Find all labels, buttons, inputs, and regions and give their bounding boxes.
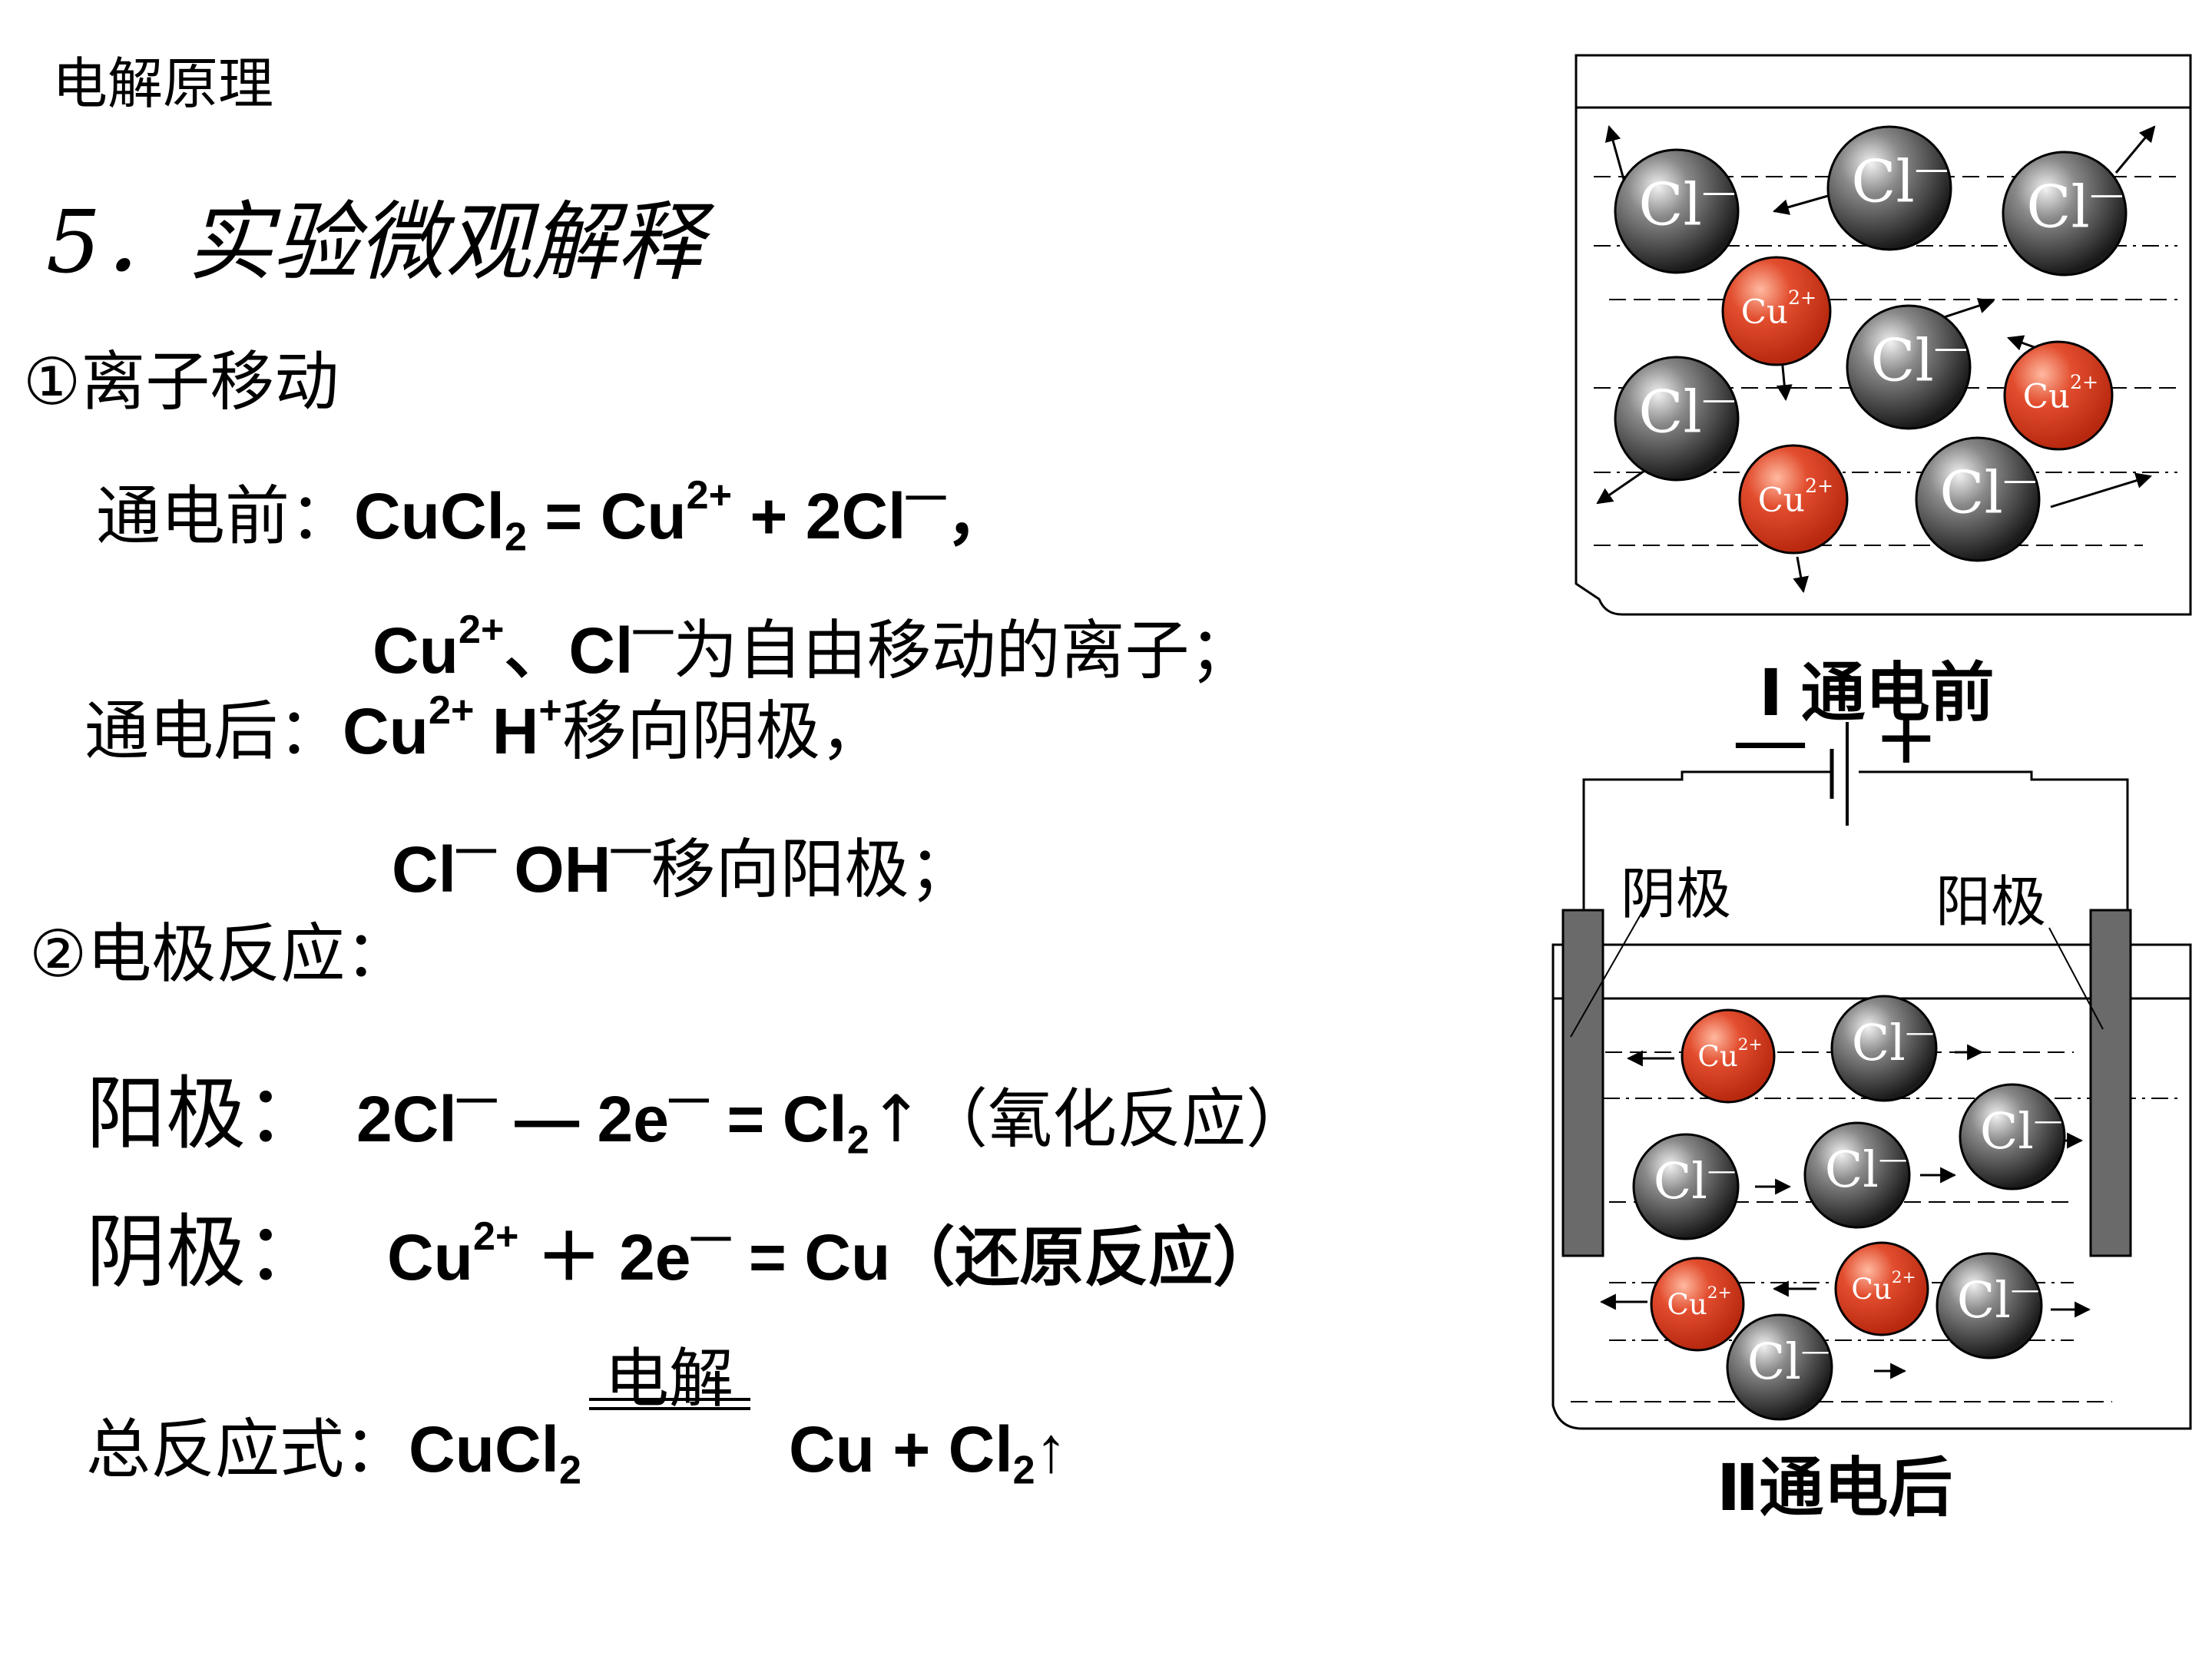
chloride-ion-label: Cl—	[1747, 1333, 1830, 1391]
anion-movement-line: Cl— OH—移向阳极；	[392, 826, 974, 907]
copper-ion-label: Cu2+	[1851, 1268, 1916, 1306]
copper-ion-label: Cu2+	[1667, 1283, 1731, 1321]
anode-label-diagram: 阳极	[1936, 869, 2047, 934]
anode-label: 阳极：	[86, 1067, 326, 1161]
chloride-ion: Cl—	[1614, 356, 1740, 482]
copper-ion: Cu2+	[1681, 1008, 1776, 1104]
chloride-ion-label: Cl—	[1980, 1103, 2062, 1161]
chloride-ion-label: Cl—	[1825, 1141, 1907, 1199]
copper-ion-label: Cu2+	[2023, 371, 2098, 416]
caption-before-current: Ⅰ 通电前	[1759, 657, 1995, 729]
flow-lines-after	[1571, 1051, 2177, 1402]
free-ions-line: Cu2+、Cl—为自由移动的离子；	[373, 607, 1254, 688]
topic-title: 电解原理	[52, 51, 274, 116]
caption-after-current: Ⅱ通电后	[1717, 1452, 1953, 1524]
electrodes	[1561, 898, 2132, 1257]
electrode-reaction-title: ②电极反应：	[29, 916, 410, 992]
chloride-ion: Cl—	[1830, 995, 1938, 1102]
section-heading: 5．实验微观解释	[46, 193, 704, 293]
dissociation-equation: CuCl2 = Cu2+ + 2Cl—，	[354, 472, 1011, 560]
copper-ion-label: Cu2+	[1697, 1035, 1762, 1073]
chloride-ion: Cl—	[1936, 1252, 2043, 1359]
cathode-reaction: 阴极：Cu2+ ＋ 2e— = Cu（还原反应）	[86, 1205, 1278, 1299]
chloride-ion: Cl—	[1915, 436, 2041, 562]
electrolysis-condition: 电解	[588, 1341, 750, 1487]
ions-after: Cu2+ Cl— Cl— Cl— Cl— Cu2+ Cu2+ Cl— Cl—	[1632, 995, 2066, 1421]
cathode-label: 阴极：	[86, 1205, 326, 1299]
ions-before: Cl—Cl—Cl—Cu2+Cl—Cu2+Cl—Cu2+Cl—	[1614, 125, 2128, 562]
chloride-ion-label: Cl—	[1852, 1015, 1934, 1072]
beaker-after	[1551, 943, 2192, 1430]
copper-ion: Cu2+	[2003, 340, 2114, 451]
after-label: 通电后：	[84, 694, 343, 769]
copper-ion: Cu2+	[1738, 444, 1849, 555]
chloride-ion-label: Cl—	[1638, 378, 1735, 446]
chloride-ion: Cl—	[2002, 151, 2128, 276]
motion-arrows-before	[1596, 124, 2156, 594]
anode-electrode	[2089, 909, 2132, 1257]
before-current-line: 通电前：CuCl2 = Cu2+ + 2Cl—，	[96, 465, 1011, 558]
chloride-ion-label: Cl—	[2026, 173, 2123, 241]
before-label: 通电前：	[96, 478, 355, 554]
copper-ion-label: Cu2+	[1741, 286, 1816, 332]
chloride-ion: Cl—	[1959, 1083, 2066, 1190]
after-current-line: 通电后：Cu2+ H+移向阴极，	[84, 687, 885, 769]
cathode-electrode	[1561, 909, 1604, 1257]
copper-ion: Cu2+	[1834, 1241, 1929, 1336]
battery-minus-sign: —	[1732, 695, 1809, 785]
motion-arrows-after	[1599, 1044, 2091, 1379]
chloride-ion: Cl—	[1632, 1133, 1740, 1240]
copper-ion: Cu2+	[1650, 1257, 1745, 1352]
chloride-ion: Cl—	[1614, 148, 1740, 274]
anode-pointer	[2048, 927, 2104, 1030]
chloride-ion-label: Cl—	[1851, 147, 1948, 216]
anode-reaction: 阳极：2Cl— — 2e— = Cl2↑（氧化反应）	[86, 1067, 1311, 1163]
chloride-ion: Cl—	[1846, 304, 1972, 430]
copper-ion: Cu2+	[1721, 256, 1832, 366]
chloride-ion-label: Cl—	[1870, 326, 1967, 395]
chloride-ion-label: Cl—	[1654, 1153, 1736, 1210]
copper-ion-label: Cu2+	[1758, 475, 1833, 520]
chloride-ion: Cl—	[1726, 1313, 1833, 1421]
chloride-ion: Cl—	[1803, 1121, 1911, 1229]
cathode-label-diagram: 阴极	[1621, 862, 1732, 926]
chloride-ion-label: Cl—	[1957, 1272, 2039, 1330]
overall-label: 总反应式：	[86, 1412, 409, 1487]
chloride-ion-label: Cl—	[1939, 459, 2036, 527]
battery-plus-sign: +	[1874, 691, 1939, 781]
ion-movement-title: ①离子移动	[23, 344, 339, 419]
flow-lines-before	[1594, 176, 2177, 546]
chloride-ion: Cl—	[1826, 125, 1952, 251]
beaker-before	[1575, 54, 2192, 616]
chloride-ion-label: Cl—	[1638, 171, 1735, 239]
